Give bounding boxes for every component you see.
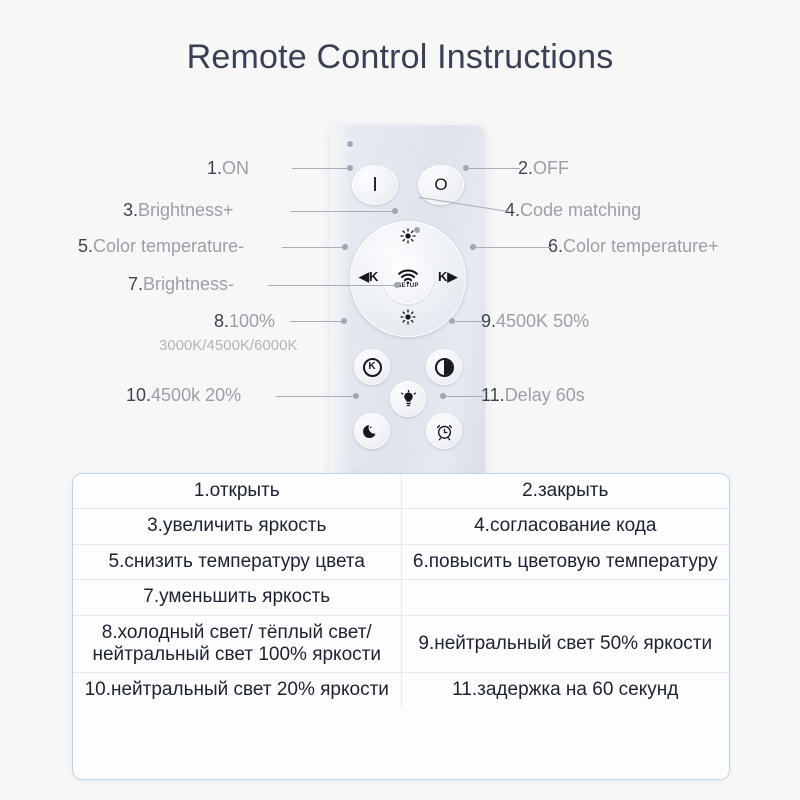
power-on-icon: I (372, 173, 378, 196)
brightness-up-icon[interactable] (400, 228, 416, 249)
timer-delay-button[interactable] (426, 413, 462, 449)
leader-dot-2 (463, 165, 469, 171)
bulb-icon (400, 389, 416, 406)
callout-4-code-matching: 4.Code matching (505, 200, 642, 220)
night-mode-button[interactable] (354, 413, 390, 449)
translation-table: 1.открыть 2.закрыть 3.увеличить яркость … (73, 474, 729, 708)
leader-dot-1 (347, 165, 353, 171)
callout-3-brightness-up: 3.Brightness+ (123, 200, 234, 220)
callout-2-off: 2.OFF (518, 158, 570, 178)
leader-line-11 (445, 396, 483, 397)
leader-dot-6 (470, 244, 476, 250)
callout-1-on: 1.ON (207, 158, 250, 178)
remote-control-body: I O (330, 125, 485, 485)
table-row: 3.увеличить яркость 4.согласование кода (73, 508, 729, 545)
table-cell-8: 8.холодный свет/ тёплый свет/ нейтральны… (73, 615, 402, 674)
table-row: 1.открыть 2.закрыть (73, 474, 729, 510)
leader-dot-7 (394, 282, 400, 288)
table-cell-9: 9.нейтральный свет 50% яркости (401, 615, 729, 674)
kelvin-cycle-button[interactable]: K (354, 349, 390, 385)
callout-5-color-temp-down: 5.Color temperature- (78, 236, 245, 256)
callout-10-neutral-20: 10.4500k 20% (126, 385, 242, 405)
leader-line-8 (290, 321, 344, 322)
table-row: 7.уменьшить яркость (73, 579, 729, 616)
table-cell-3: 3.увеличить яркость (73, 508, 402, 545)
leader-line-9 (455, 321, 483, 322)
table-row: 5.снизить температуру цвета 6.повысить ц… (73, 544, 729, 581)
leader-dot-4 (414, 227, 420, 233)
table-cell-5: 5.снизить температуру цвета (73, 544, 402, 581)
leader-line-7 (268, 285, 399, 286)
brightness-down-icon[interactable] (400, 309, 416, 330)
ir-emitter-icon (347, 141, 353, 147)
setup-label: SETUP (397, 283, 419, 289)
navigation-dial[interactable]: ◀K K▶ SETUP (350, 221, 466, 337)
bulb-button[interactable] (390, 381, 426, 417)
page-title: Remote Control Instructions (186, 38, 614, 76)
callout-11-delay: 11.Delay 60s (481, 385, 585, 405)
contrast-half-icon (434, 357, 454, 377)
setup-button[interactable]: SETUP (383, 254, 433, 304)
leader-dot-5 (342, 244, 348, 250)
power-on-button[interactable]: I (352, 165, 398, 205)
leader-line-3 (290, 211, 397, 212)
leader-line-10 (276, 396, 357, 397)
moon-icon (363, 425, 376, 439)
leader-dot-3 (392, 208, 398, 214)
leader-line-6 (475, 247, 551, 248)
color-temp-up-icon[interactable]: K▶ (438, 269, 458, 284)
table-cell-6: 6.повысить цветовую температуру (401, 544, 729, 581)
callout-8-full-brightness: 8.100% (214, 311, 276, 331)
table-row: 10.нейтральный свет 20% яркости 11.задер… (73, 672, 729, 708)
leader-dot-11 (440, 393, 446, 399)
callout-8-kelvin-values: 3000K/4500K/6000K (159, 337, 298, 354)
half-brightness-button[interactable] (426, 349, 462, 385)
callout-6-color-temp-up: 6.Color temperature+ (548, 236, 719, 256)
callout-9-neutral-50: 9.4500K 50% (481, 311, 590, 331)
alarm-clock-icon (436, 424, 452, 440)
leader-dot-8 (341, 318, 347, 324)
leader-line-5 (282, 247, 345, 248)
leader-dot-9 (449, 318, 455, 324)
table-cell-11: 11.задержка на 60 секунд (452, 679, 679, 701)
callout-7-brightness-down: 7.Brightness- (128, 274, 235, 294)
leader-line-1 (292, 168, 350, 169)
kelvin-icon: K (362, 357, 382, 377)
power-off-icon: O (434, 175, 448, 194)
translation-card: 1.открыть 2.закрыть 3.увеличить яркость … (72, 473, 730, 780)
wifi-icon (398, 269, 418, 284)
table-cell-1: 1.открыть (73, 474, 402, 510)
table-row: 8.холодный свет/ тёплый свет/ нейтральны… (73, 615, 729, 674)
table-cell-7: 7.уменьшить яркость (73, 579, 402, 616)
table-cell-empty (401, 579, 729, 616)
leader-dot-10 (353, 393, 359, 399)
color-temp-down-icon[interactable]: ◀K (359, 269, 379, 284)
table-cell-2: 2.закрыть (401, 474, 729, 510)
leader-line-2 (468, 168, 520, 169)
table-cell-4: 4.согласование кода (401, 508, 729, 545)
table-cell-10: 10.нейтральный свет 20% яркости (73, 672, 402, 708)
